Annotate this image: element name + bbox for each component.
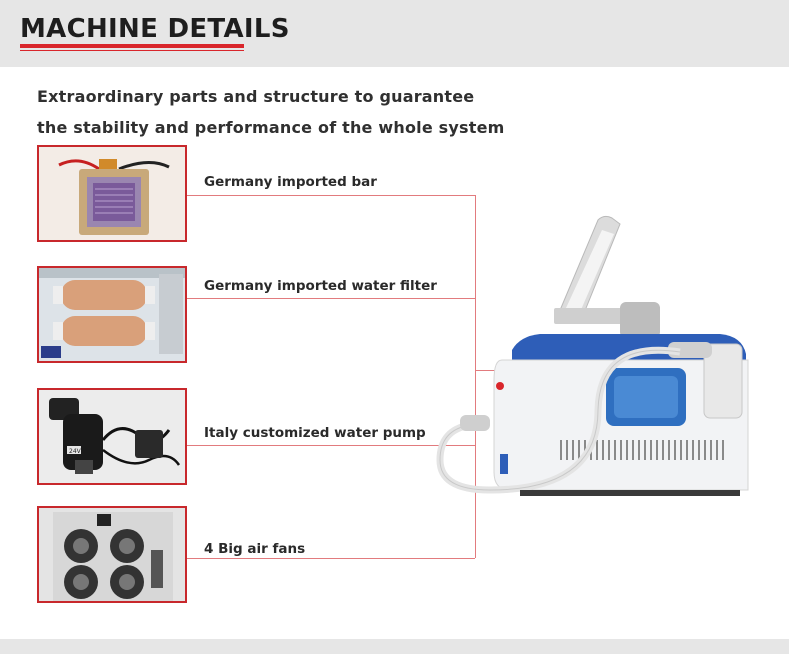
connector-vertical-line <box>475 195 476 558</box>
screen-icon <box>554 215 660 338</box>
feature-label-water-pump: Italy customized water pump <box>204 425 426 441</box>
page-title: MACHINE DETAILS <box>20 14 290 44</box>
machine-illustration <box>436 215 749 496</box>
water-pump-thumbnail: 24V <box>37 388 187 485</box>
connector-line-2 <box>187 298 475 299</box>
header-band: MACHINE DETAILS <box>0 0 789 67</box>
connector-line-4 <box>187 558 475 559</box>
laser-bar-image <box>39 147 185 240</box>
connector-line-3 <box>187 445 475 446</box>
water-filter-image <box>39 268 185 361</box>
air-fans-image <box>39 508 185 601</box>
feature-label-air-fans: 4 Big air fans <box>204 541 306 557</box>
title-underline-thin <box>20 50 244 51</box>
water-pump-image: 24V <box>39 390 185 483</box>
connector-line-1 <box>187 195 475 196</box>
title-underline <box>20 44 244 48</box>
laser-bar-thumbnail <box>37 145 187 242</box>
pump-voltage-tag: 24V <box>69 448 82 455</box>
water-filter-thumbnail <box>37 266 187 363</box>
feature-label-bar: Germany imported bar <box>204 174 377 190</box>
air-fans-thumbnail <box>37 506 187 603</box>
footer-band <box>0 639 789 654</box>
intro-line-1: Extraordinary parts and structure to gua… <box>37 87 475 106</box>
intro-line-2: the stability and performance of the who… <box>37 118 505 137</box>
feature-label-water-filter: Germany imported water filter <box>204 278 437 294</box>
